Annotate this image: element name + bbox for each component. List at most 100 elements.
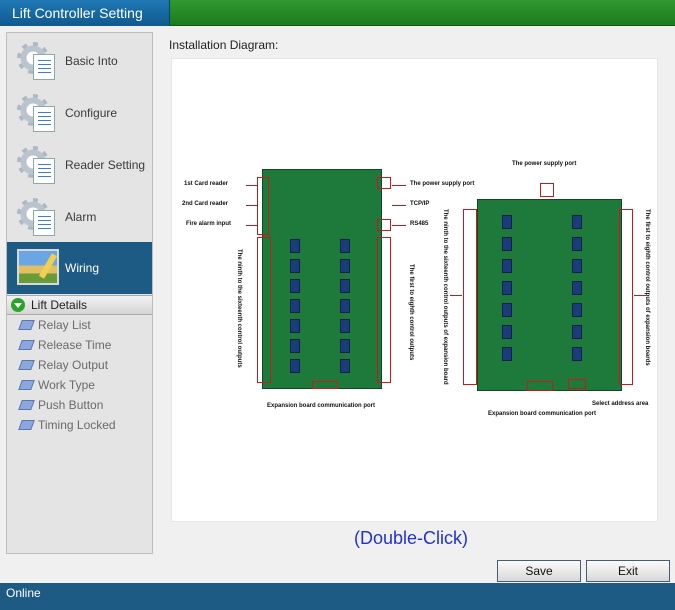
relay [290, 279, 300, 293]
window-title: Lift Controller Setting [0, 0, 170, 26]
arrow [450, 295, 462, 296]
arrow [246, 185, 258, 186]
sidebar-item-label: Configure [65, 106, 118, 120]
relay [502, 215, 512, 229]
expansion-board [477, 199, 622, 391]
exp-port-box [527, 381, 553, 391]
label-rs485: RS485 [410, 221, 429, 227]
status-text: Online [6, 586, 41, 600]
relay [572, 215, 582, 229]
relay [572, 325, 582, 339]
label-expansion-port: Expansion board communication port [267, 403, 376, 409]
relay [572, 347, 582, 361]
label-fire-alarm: Fire alarm input [186, 221, 232, 227]
group-label: Lift Details [31, 298, 88, 312]
relay [502, 325, 512, 339]
relay [290, 299, 300, 313]
sidebar-subitem-release-time[interactable]: Release Time [19, 336, 111, 354]
item-icon [19, 339, 33, 351]
outputs-right-box [377, 237, 391, 383]
subitem-label: Push Button [38, 398, 104, 412]
sidebar-subitem-relay-list[interactable]: Relay List [19, 316, 91, 334]
picture-icon [15, 245, 61, 291]
subitem-label: Timing Locked [38, 418, 116, 432]
label-exp-power: The power supply port [512, 161, 577, 167]
rs485-box [377, 219, 391, 231]
power-port-box [377, 177, 391, 189]
label-power-port: The power supply port [410, 181, 475, 187]
label-card-reader-2: 2nd Card reader [182, 201, 229, 207]
sidebar-subitem-work-type[interactable]: Work Type [19, 376, 95, 394]
sidebar-item-reader-setting[interactable]: Reader Setting [7, 139, 152, 191]
double-click-hint: (Double-Click) [354, 528, 469, 548]
relay [290, 359, 300, 373]
item-icon [19, 419, 33, 431]
arrow [246, 205, 258, 206]
relay [572, 259, 582, 273]
relay [340, 259, 350, 273]
sidebar-subitem-timing-locked[interactable]: Timing Locked [19, 416, 116, 434]
exp-power-box [540, 183, 554, 197]
reader-terminals-box [257, 177, 269, 235]
status-bar: Online [0, 583, 675, 610]
subitem-label: Work Type [38, 378, 95, 392]
arrow [392, 205, 406, 206]
sidebar-item-basic-info[interactable]: Basic Into [7, 35, 152, 87]
label-card-reader-1: 1st Card reader [184, 181, 229, 187]
relay [572, 303, 582, 317]
address-area-box [568, 379, 586, 389]
sidebar-item-alarm[interactable]: Alarm [7, 191, 152, 243]
relay [340, 319, 350, 333]
exp-outputs-left-box [463, 209, 477, 385]
settings-sheet-icon [15, 90, 61, 136]
arrow [246, 225, 258, 226]
relay [340, 239, 350, 253]
relay [290, 239, 300, 253]
relay [340, 299, 350, 313]
arrow [392, 225, 406, 226]
item-icon [19, 379, 33, 391]
settings-sheet-icon [15, 194, 61, 240]
relay [290, 319, 300, 333]
sidebar-subitem-push-button[interactable]: Push Button [19, 396, 103, 414]
label-first-eighth: The first to eighth control outputs [408, 264, 414, 361]
relay [502, 281, 512, 295]
relay [502, 347, 512, 361]
exit-button[interactable]: Exit [586, 560, 670, 582]
relay [340, 279, 350, 293]
sidebar-subitem-relay-output[interactable]: Relay Output [19, 356, 108, 374]
installation-diagram[interactable]: 1st Card reader 2nd Card reader Fire ala… [171, 58, 658, 522]
expansion-port-box [312, 381, 338, 389]
subitem-label: Relay Output [38, 358, 109, 372]
label-exp-ninth-sixteenth: The ninth to the sixteenth control outpu… [442, 209, 448, 385]
relay [502, 237, 512, 251]
relay [502, 303, 512, 317]
sidebar-item-label: Alarm [65, 210, 97, 224]
label-exp-port: Expansion board communication port [488, 411, 597, 417]
relay [290, 259, 300, 273]
item-icon [19, 359, 33, 371]
sidebar-item-label: Wiring [65, 261, 100, 275]
main-board [262, 169, 382, 389]
exp-outputs-right-box [619, 209, 633, 385]
expand-down-icon[interactable] [11, 298, 25, 312]
settings-sheet-icon [15, 142, 61, 188]
sidebar-item-label: Reader Setting [65, 158, 146, 172]
relay [572, 281, 582, 295]
save-button[interactable]: Save [497, 560, 581, 582]
label-ninth-sixteenth: The ninth to the sixteenth control outpu… [236, 249, 242, 368]
sidebar-item-wiring[interactable]: Wiring [7, 242, 152, 294]
arrow [392, 185, 406, 186]
lift-details-group[interactable]: Lift Details [7, 295, 152, 315]
relay [340, 359, 350, 373]
relay [572, 237, 582, 251]
item-icon [19, 319, 33, 331]
sidebar-item-label: Basic Into [65, 54, 118, 68]
page-title: Installation Diagram: [169, 38, 279, 52]
label-tcpip: TCP/IP [410, 201, 430, 207]
relay [502, 259, 512, 273]
relay [340, 339, 350, 353]
label-address-area: Select address area [592, 401, 649, 407]
sidebar: Basic Into Configure Reader Setting Alar… [6, 32, 153, 554]
sidebar-item-configure[interactable]: Configure [7, 87, 152, 139]
